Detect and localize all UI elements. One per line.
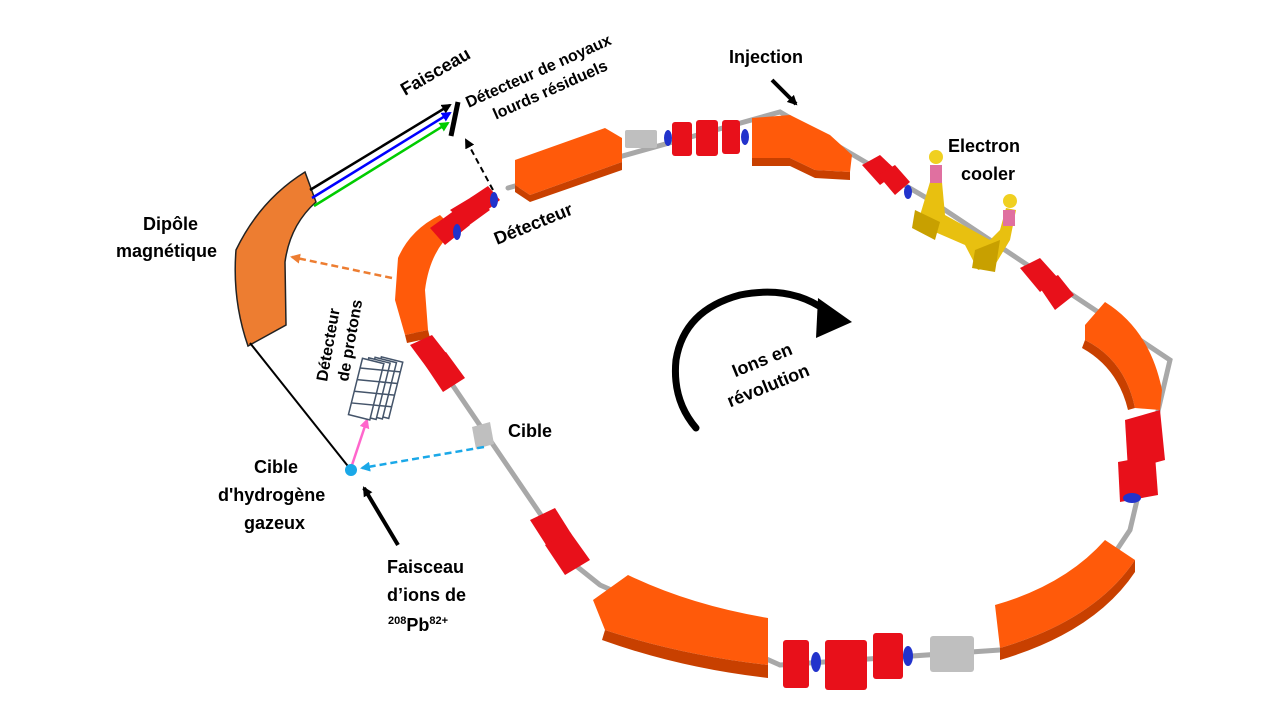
label-gas-target-2: d'hydrogène: [218, 485, 325, 505]
detector-dashed-arrow: [465, 138, 494, 191]
ring-dipole-top: [752, 115, 852, 180]
label-electron-cooler-1: Electron: [948, 136, 1020, 156]
element-symbol: Pb: [406, 615, 429, 635]
ring-target: [472, 422, 494, 449]
quadrupole-group-right: [1020, 258, 1074, 310]
label-cible: Cible: [508, 421, 552, 441]
electron-cooler: [912, 150, 1017, 272]
quadrupole-group-bottom: [783, 633, 974, 690]
label-gas-target-3: gazeux: [244, 513, 305, 533]
revolution-arrowhead: [816, 298, 852, 338]
quadrupole-group-left: [410, 335, 465, 392]
label-dipole-2: magnétique: [116, 241, 217, 261]
incoming-beam-line: [249, 342, 352, 471]
quadrupole-group-top: [625, 120, 749, 156]
label-faisceau: Faisceau: [397, 44, 474, 100]
label-heavy-nuclei-detector: Détecteur de noyaux lourds résiduels: [463, 32, 614, 124]
injection-arrow: [770, 78, 798, 106]
dipole-magnet-shape: [234, 170, 317, 348]
quadrupole-group-upper-right: [862, 155, 912, 199]
incoming-ion-arrow: [362, 486, 400, 547]
label-gas-target-1: Cible: [254, 457, 298, 477]
charge-state: 82+: [429, 615, 448, 627]
label-ion-beam-3: 208Pb82+: [388, 615, 448, 635]
quadrupole-group-lower-left: [530, 508, 590, 575]
quadrupole-group-far-right: [1118, 410, 1165, 503]
ring-dipoles: [395, 115, 1162, 678]
quadrupole-group-upper-left: [430, 186, 500, 245]
heavy-nuclei-detector: [448, 101, 461, 137]
proton-detector: [347, 355, 404, 421]
label-electron-cooler-2: cooler: [961, 164, 1015, 184]
cyan-dashed-arrow: [360, 445, 485, 472]
beam-line-blue: [311, 111, 452, 200]
ring-dipole-right: [1082, 302, 1162, 410]
gas-target-dot: [345, 464, 357, 476]
label-ion-beam-2: d’ions de: [387, 585, 466, 605]
beam-line-green: [313, 121, 450, 208]
label-injection: Injection: [729, 47, 803, 67]
label-detecteur: Détecteur: [491, 199, 575, 249]
ring-dipole-left: [395, 215, 455, 343]
quadrupoles: [410, 120, 1165, 690]
revolution-arrow: [671, 288, 829, 432]
label-proton-detector: Détecteur de protons: [314, 298, 366, 382]
label-ions-revolution: Ions en révolution: [724, 339, 812, 411]
ring-dipole-top-left: [515, 128, 622, 202]
orange-dashed-arrow: [290, 253, 393, 280]
pink-proton-arrow: [350, 418, 370, 466]
label-ion-beam-1: Faisceau: [387, 557, 464, 577]
ring-dipole-bottom-left: [593, 575, 768, 678]
label-dipole-1: Dipôle: [143, 214, 198, 234]
ring-dipole-bottom-right: [995, 540, 1135, 660]
isotope-mass: 208: [388, 615, 406, 627]
beam-line-black: [309, 103, 452, 192]
